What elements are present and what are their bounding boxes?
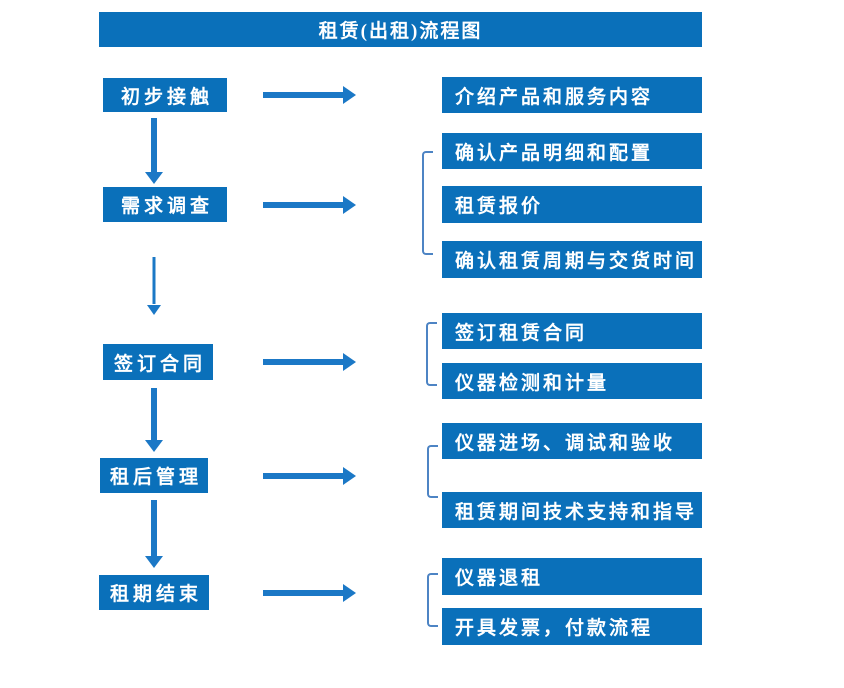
arrow-shaft <box>152 257 156 304</box>
group-bracket-demand-survey <box>422 151 433 255</box>
group-bracket-rental-end <box>427 573 438 627</box>
arrow-shaft <box>263 359 344 365</box>
detail-label: 开具发票，付款流程 <box>455 618 654 639</box>
arrow-head <box>145 172 163 184</box>
detail-rental-quotation: 租赁报价 <box>442 186 702 223</box>
detail-label: 签订租赁合同 <box>455 322 588 344</box>
detail-instrument-return: 仪器退租 <box>442 558 702 595</box>
step-label: 租后管理 <box>109 467 202 488</box>
step-post-rental-management: 租后管理 <box>100 458 208 493</box>
step-demand-survey: 需求调查 <box>103 187 227 222</box>
detail-sign-rental-contract: 签订租赁合同 <box>442 313 702 349</box>
down-arrow-icon-2 <box>146 257 162 315</box>
down-arrow-icon-4 <box>145 500 163 568</box>
step-label: 初步接触 <box>120 86 213 108</box>
arrow-shaft <box>263 590 344 596</box>
arrow-shaft <box>151 500 157 557</box>
detail-label: 确认产品明细和配置 <box>455 142 654 164</box>
right-arrow-icon-5 <box>263 584 356 602</box>
diagram-title: 租赁(出租)流程图 <box>318 21 483 42</box>
right-arrow-icon-4 <box>263 467 356 485</box>
detail-label: 租赁期间技术支持和指导 <box>455 501 698 523</box>
step-label: 需求调查 <box>120 196 213 217</box>
detail-instrument-testing-metering: 仪器检测和计量 <box>442 363 702 399</box>
step-rental-period-end: 租期结束 <box>99 575 209 610</box>
arrow-head <box>147 305 161 315</box>
right-arrow-icon-1 <box>263 86 356 104</box>
down-arrow-icon-3 <box>145 388 163 452</box>
detail-rental-tech-support: 租赁期间技术支持和指导 <box>442 492 702 528</box>
diagram-title-bar: 租赁(出租)流程图 <box>99 12 702 47</box>
detail-invoice-payment: 开具发票，付款流程 <box>442 608 702 645</box>
arrow-head <box>343 584 356 602</box>
detail-confirm-product-config: 确认产品明细和配置 <box>442 133 702 169</box>
arrow-shaft <box>263 473 344 479</box>
step-label: 签订合同 <box>113 353 206 375</box>
group-bracket-post-rental <box>427 445 438 498</box>
detail-label: 租赁报价 <box>455 196 544 217</box>
detail-label: 仪器退租 <box>455 568 544 589</box>
arrow-head <box>343 353 356 371</box>
group-bracket-contract-signing <box>426 322 437 386</box>
detail-confirm-period-delivery: 确认租赁周期与交货时间 <box>442 241 702 278</box>
detail-label: 介绍产品和服务内容 <box>455 86 654 108</box>
arrow-head <box>145 440 163 452</box>
arrow-head <box>343 196 356 214</box>
arrow-shaft <box>151 388 157 441</box>
arrow-shaft <box>151 118 157 173</box>
arrow-shaft <box>263 202 344 208</box>
arrow-head <box>145 556 163 568</box>
down-arrow-icon-1 <box>145 118 163 184</box>
detail-label: 仪器检测和计量 <box>455 372 610 394</box>
step-initial-contact: 初步接触 <box>103 78 227 112</box>
step-label: 租期结束 <box>109 584 202 605</box>
step-contract-signing: 签订合同 <box>103 344 213 380</box>
detail-label: 确认租赁周期与交货时间 <box>455 251 698 272</box>
right-arrow-icon-2 <box>263 196 356 214</box>
detail-introduce-product-service: 介绍产品和服务内容 <box>442 77 702 113</box>
arrow-head <box>343 86 356 104</box>
arrow-shaft <box>263 92 344 98</box>
detail-label: 仪器进场、调试和验收 <box>455 432 676 454</box>
detail-instrument-setup-acceptance: 仪器进场、调试和验收 <box>442 423 702 459</box>
arrow-head <box>343 467 356 485</box>
right-arrow-icon-3 <box>263 353 356 371</box>
